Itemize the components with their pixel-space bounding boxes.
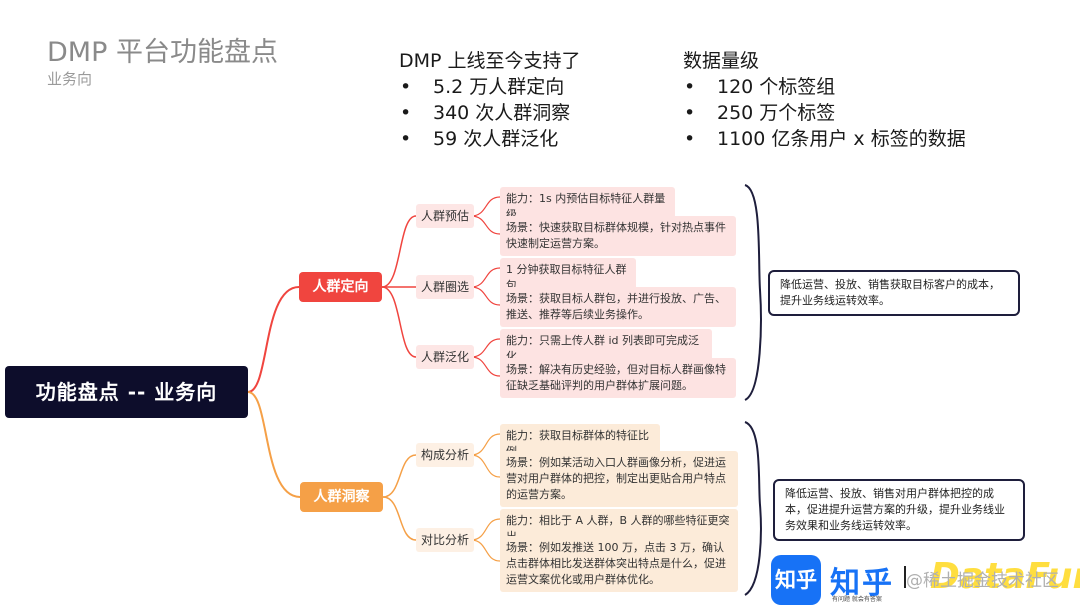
zhihu-logo-icon: 知乎 — [771, 555, 821, 605]
divider — [904, 566, 906, 588]
sub-node-estimate: 人群预估 — [416, 204, 475, 228]
stats-right-item: 250 万个标签 — [683, 100, 966, 126]
branch-targeting: 人群定向 — [299, 272, 382, 302]
datafun-watermark: DataFun. — [930, 556, 1080, 597]
stats-right-item: 1100 亿条用户 x 标签的数据 — [683, 126, 966, 152]
card-scenario: 场景：获取目标人群包，并进行投放、广告、推送、推荐等后续业务操作。 — [500, 287, 736, 327]
stats-right: 数据量级 120 个标签组 250 万个标签 1100 亿条用户 x 标签的数据 — [683, 48, 966, 152]
card-scenario: 场景：快速获取目标群体规模，针对热点事件快速制定运营方案。 — [500, 216, 736, 256]
page-title: DMP 平台功能盘点 — [47, 37, 278, 68]
card-scenario: 场景：解决有历史经验，但对目标人群画像特征缺乏基础评判的用户群体扩展问题。 — [500, 358, 736, 398]
stats-right-item: 120 个标签组 — [683, 74, 966, 100]
sub-node-select: 人群圈选 — [416, 275, 475, 299]
card-scenario: 场景：例如发推送 100 万，点击 3 万，确认点击群体相比发送群体突出特点是什… — [500, 536, 738, 592]
card-scenario: 场景：例如某活动入口人群画像分析，促进运营对用户群体的把控，制定出更贴合用户特点… — [500, 451, 738, 507]
juejin-watermark: @稀土掘金技术社区 — [906, 571, 1059, 591]
stats-left-item: 340 次人群洞察 — [399, 100, 581, 126]
sub-node-expand: 人群泛化 — [416, 345, 475, 369]
root-node: 功能盘点 -- 业务向 — [5, 366, 248, 418]
brace-top — [744, 184, 762, 401]
zhihu-slogan: 有问题 就会有答案 — [832, 596, 882, 603]
branch-insight: 人群洞察 — [300, 482, 383, 512]
stats-right-heading: 数据量级 — [683, 50, 760, 72]
summary-targeting: 降低运营、投放、销售获取目标客户的成本，提升业务线运转效率。 — [768, 270, 1020, 316]
connector-root-red — [247, 286, 300, 393]
stats-left-item: 59 次人群泛化 — [399, 126, 581, 152]
connector-root-orange — [247, 391, 301, 498]
stats-left: DMP 上线至今支持了 5.2 万人群定向 340 次人群洞察 59 次人群泛化 — [399, 48, 581, 152]
stats-left-item: 5.2 万人群定向 — [399, 74, 581, 100]
zhihu-brand: 知乎 — [830, 566, 894, 601]
brace-bottom — [744, 421, 762, 596]
page-subtitle: 业务向 — [47, 70, 93, 88]
sub-node-composition: 构成分析 — [416, 443, 475, 467]
sub-node-compare: 对比分析 — [416, 528, 475, 552]
summary-insight: 降低运营、投放、销售对用户群体把控的成本，促进提升运营方案的升级，提升业务线业务… — [773, 479, 1025, 541]
stats-left-heading: DMP 上线至今支持了 — [399, 50, 581, 72]
